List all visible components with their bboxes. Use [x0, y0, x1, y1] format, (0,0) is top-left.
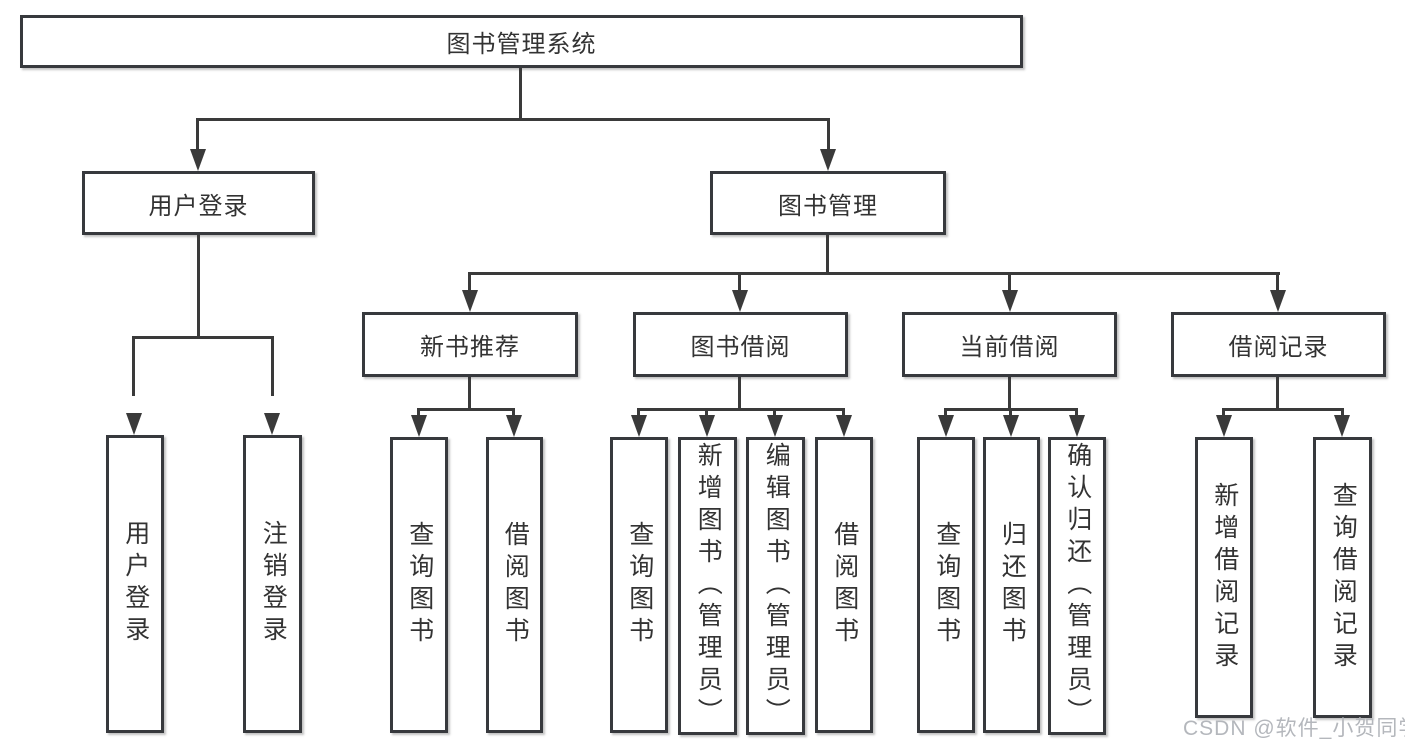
arrowhead-down-icon	[1334, 415, 1350, 437]
node-book-borrow: 图书借阅	[633, 312, 848, 377]
leaf-add-books-admin: 新增图书（管理员）	[678, 437, 737, 735]
arrowhead-down-icon	[264, 413, 280, 435]
leaf-borrow-books: 借阅图书	[486, 437, 543, 733]
node-new-book-recommend: 新书推荐	[362, 312, 578, 377]
edge-l3-stub	[1008, 272, 1011, 294]
leaf-label: 查询图书	[405, 521, 434, 649]
edge-user-login-hline	[132, 336, 274, 339]
node-borrow-records: 借阅记录	[1171, 312, 1386, 377]
edge-recommend-vline	[468, 377, 471, 408]
arrowhead-down-icon	[190, 149, 206, 171]
arrowhead-down-icon	[820, 149, 836, 171]
edge-leaf-stub	[1222, 408, 1225, 420]
leaf-label: 用户登录	[121, 520, 150, 648]
edge-root-hline	[196, 118, 830, 121]
arrowhead-down-icon	[1069, 415, 1085, 437]
arrowhead-down-icon	[1216, 415, 1232, 437]
arrowhead-down-icon	[126, 413, 142, 435]
edge-records-hline	[1222, 408, 1344, 411]
edge-records-vline	[1276, 377, 1279, 408]
leaf-query-books: 查询图书	[390, 437, 448, 733]
arrowhead-down-icon	[938, 415, 954, 437]
leaf-label: 查询借阅记录	[1329, 481, 1358, 674]
arrowhead-down-icon	[411, 415, 427, 437]
arrowhead-down-icon	[1270, 290, 1286, 312]
leaf-label: 新增借阅记录	[1210, 481, 1239, 674]
leaf-label: 查询图书	[625, 521, 654, 649]
edge-leaf-stub	[1341, 408, 1344, 420]
edge-leaf-stub	[1009, 408, 1012, 420]
node-book-management-system: 图书管理系统	[20, 15, 1023, 68]
leaf-add-borrow-record: 新增借阅记录	[1195, 437, 1253, 718]
edge-leaf-stub	[1075, 408, 1078, 420]
edge-leaf-stub	[944, 408, 947, 420]
leaf-label: 归还图书	[998, 521, 1027, 649]
arrowhead-down-icon	[506, 415, 522, 437]
edge-user-login-vline	[197, 235, 200, 336]
edge-leaf-stub	[773, 408, 776, 420]
leaf-label: 编辑图书（管理员）	[762, 442, 791, 730]
leaf-query-borrow-record: 查询借阅记录	[1313, 437, 1372, 718]
leaf-query-books: 查询图书	[917, 437, 975, 733]
leaf-label: 新增图书（管理员）	[694, 442, 723, 730]
arrowhead-down-icon	[462, 290, 478, 312]
edge-leaf-stub	[842, 408, 845, 420]
edge-borrow-vline	[738, 377, 741, 408]
edge-book-management-hline	[468, 272, 1280, 275]
edge-leaf-stub	[705, 408, 708, 420]
edge-leaf-stub	[132, 336, 135, 396]
edge-leaf-stub	[417, 408, 420, 420]
edge-recommend-hline	[417, 408, 515, 411]
leaf-label: 借阅图书	[830, 521, 859, 649]
arrowhead-down-icon	[732, 290, 748, 312]
edge-l3-stub	[468, 272, 471, 294]
leaf-confirm-return-admin: 确认归还（管理员）	[1048, 437, 1106, 735]
arrowhead-down-icon	[631, 415, 647, 437]
leaf-label: 查询图书	[932, 521, 961, 649]
edge-book-management-vline	[826, 235, 829, 272]
leaf-borrow-books: 借阅图书	[815, 437, 873, 733]
arrowhead-down-icon	[1002, 290, 1018, 312]
arrowhead-down-icon	[1003, 415, 1019, 437]
edge-borrow-hline	[637, 408, 845, 411]
edge-l3-stub	[738, 272, 741, 294]
arrowhead-down-icon	[699, 415, 715, 437]
arrowhead-down-icon	[836, 415, 852, 437]
leaf-label: 借阅图书	[501, 521, 530, 649]
arrowhead-down-icon	[767, 415, 783, 437]
edge-current-vline	[1008, 377, 1011, 408]
edge-l3-stub	[1276, 272, 1279, 294]
edge-root-vline	[519, 68, 522, 118]
edge-user-login-stub	[196, 118, 199, 153]
node-book-management: 图书管理	[710, 171, 946, 235]
leaf-edit-books-admin: 编辑图书（管理员）	[746, 437, 805, 735]
edge-leaf-stub	[271, 336, 274, 396]
edge-book-management-stub	[827, 118, 830, 153]
node-user-login: 用户登录	[82, 171, 315, 235]
leaf-label: 确认归还（管理员）	[1063, 442, 1092, 730]
leaf-query-books: 查询图书	[610, 437, 668, 733]
node-current-borrow: 当前借阅	[902, 312, 1117, 377]
edge-leaf-stub	[637, 408, 640, 420]
leaf-label: 注销登录	[259, 520, 288, 648]
leaf-user-login: 用户登录	[106, 435, 164, 733]
leaf-return-books: 归还图书	[983, 437, 1040, 733]
edge-leaf-stub	[512, 408, 515, 420]
csdn-watermark: CSDN @软件_小贺同学	[1183, 717, 1405, 740]
leaf-logout: 注销登录	[243, 435, 302, 733]
